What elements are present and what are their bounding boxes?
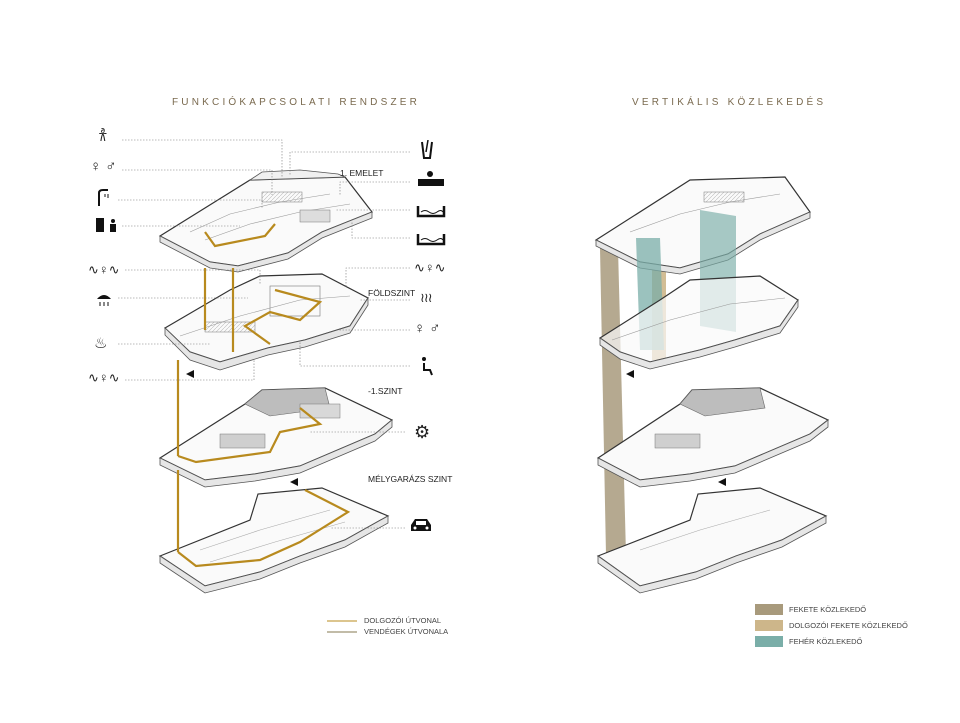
bath-icon xyxy=(416,170,446,195)
arrow-marker xyxy=(290,478,298,486)
slab-minus-one-right xyxy=(596,387,830,488)
changing-room-icon: ♀♂ xyxy=(414,320,445,337)
leader-lines xyxy=(118,139,410,529)
arrow-marker xyxy=(626,370,634,378)
rest-icon xyxy=(420,356,434,381)
spa-icon: ∿♀∿ xyxy=(88,370,120,385)
legend-swatch-staff-black xyxy=(755,620,783,631)
machinery-icon: ⚙ xyxy=(414,422,431,442)
shower-icon xyxy=(96,188,112,213)
legend-route-guest: VENDÉGEK ÚTVONALA xyxy=(364,627,449,636)
level-label-parking: MÉLYGARÁZS SZINT xyxy=(368,474,453,484)
legend-core-black: FEKETE KÖZLEKEDŐ xyxy=(789,605,867,614)
legend-swatch-white xyxy=(755,636,783,647)
slab-parking-right xyxy=(596,487,828,594)
arrow-marker xyxy=(718,478,726,486)
rain-shower-icon xyxy=(95,292,113,313)
slab-ground-floor-left xyxy=(164,273,369,371)
fitness-icon: 𐀪 xyxy=(98,128,108,145)
steam-icon: ≀≀≀ xyxy=(420,290,433,305)
legend-swatch-black xyxy=(755,604,783,615)
sauna-icon: ∿♀∿ xyxy=(88,262,120,277)
sauna-icon: ∿♀∿ xyxy=(414,260,446,275)
arrow-marker xyxy=(186,370,194,378)
slab-minus-one-left xyxy=(158,387,394,488)
right-title: VERTIKÁLIS KÖZLEKEDÉS xyxy=(632,97,827,108)
legend-core-staff-black: DOLGOZÓI FEKETE KÖZLEKEDŐ xyxy=(789,621,908,630)
locker-icon xyxy=(94,216,120,239)
slab-parking-left xyxy=(158,487,390,594)
legend-route-staff: DOLGOZÓI ÚTVONAL xyxy=(364,616,442,625)
level-label-first-floor: 1. EMELET xyxy=(340,168,384,178)
car-icon xyxy=(408,516,434,539)
black-core-column xyxy=(600,248,626,555)
hot-tub-icon: ♨ xyxy=(94,335,108,352)
level-label-ground-floor: FÖLDSZINT xyxy=(368,288,416,298)
drink-icon xyxy=(420,139,434,165)
legend-core-white: FEHÉR KÖZLEKEDŐ xyxy=(789,637,863,646)
changing-room-icon: ♀♂ xyxy=(90,158,121,175)
staff-route xyxy=(176,223,351,568)
left-title: FUNKCIÓKAPCSOLATI RENDSZER xyxy=(172,97,421,108)
slab-ground-floor-right xyxy=(598,275,799,370)
pool-icon xyxy=(416,230,446,253)
level-label-minus-one: -1.SZINT xyxy=(368,386,403,396)
pool-icon xyxy=(416,202,446,225)
